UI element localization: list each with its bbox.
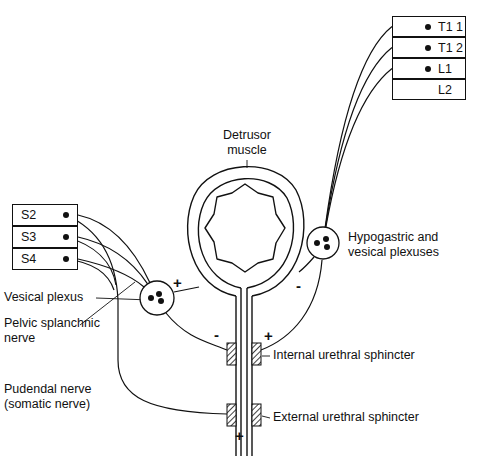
nerve-connector: [325, 27, 392, 228]
plexus-ganglion: Vesical plexus: [139, 280, 175, 316]
spinal-segment: T1 2: [392, 37, 466, 58]
part-label: Pudendal nerve (somatic nerve): [4, 382, 114, 412]
effect-sign: +: [235, 428, 244, 443]
neuron-dot: [323, 236, 329, 242]
neuron-dot: [425, 66, 431, 72]
neuron-dot: [158, 298, 164, 304]
neuron-dot: [425, 45, 431, 51]
neuron-dot: [63, 234, 69, 240]
spinal-segment: S2: [12, 204, 78, 226]
neuron-dot: [156, 291, 162, 297]
nerve-connector: [78, 237, 148, 284]
nerve-fibre: [261, 260, 322, 350]
bladder-wall: [188, 167, 304, 296]
plexus-label: Vesical plexus: [4, 290, 83, 305]
ganglion-outline: [306, 226, 340, 260]
segment-label: S4: [21, 252, 36, 266]
external-sphincter: [252, 404, 261, 426]
internal-sphincter: [252, 343, 261, 365]
spinal-segment: L2: [392, 79, 466, 100]
effect-sign: +: [173, 275, 182, 290]
part-label: Detrusor muscle: [210, 128, 284, 158]
internal-sphincter: [227, 343, 236, 365]
nerve-connector: [325, 48, 392, 228]
segment-label: S2: [21, 208, 36, 222]
leader-line: [262, 416, 270, 418]
segment-label: S3: [21, 230, 36, 244]
urethra-lumen: [246, 288, 247, 456]
neuron-dot: [148, 295, 154, 301]
plexus-label: Hypogastric and vesical plexuses: [348, 230, 476, 260]
leader-line: [247, 160, 248, 168]
spinal-segment: T1 1: [392, 16, 466, 37]
segment-label: T1 2: [438, 41, 463, 55]
effect-sign: -: [214, 327, 219, 342]
part-label: Pelvic splanchnic nerve: [4, 316, 112, 346]
bladder-lumen: [205, 184, 285, 272]
neuron-dot: [63, 212, 69, 218]
neuron-dot: [324, 244, 330, 250]
nerve-connector: [326, 69, 392, 228]
ganglion-outline: [139, 280, 175, 316]
neuron-dot: [63, 256, 69, 262]
nerve-fibre: [299, 257, 314, 272]
part-label: Internal urethral sphincter: [273, 348, 415, 363]
bladder-inner-wall: [198, 179, 293, 288]
spinal-segment: S3: [12, 226, 78, 248]
segment-label: L2: [438, 83, 452, 97]
urethra-wall: [251, 296, 252, 456]
external-sphincter: [227, 404, 236, 426]
nerve-fibre: [166, 313, 227, 350]
spinal-segment: L1: [392, 58, 466, 79]
spinal-segment: S4: [12, 248, 78, 270]
segment-label: T1 1: [438, 20, 463, 34]
effect-sign: -: [296, 278, 301, 293]
segment-label: L1: [438, 62, 452, 76]
neuron-dot: [314, 240, 320, 246]
effect-sign: +: [264, 328, 273, 343]
nerve-connector: [78, 259, 144, 287]
part-label: External urethral sphincter: [273, 410, 419, 425]
leader-line: [262, 356, 270, 357]
plexus-ganglion: Hypogastric and vesical plexuses: [306, 226, 340, 260]
neuron-dot: [425, 24, 431, 30]
